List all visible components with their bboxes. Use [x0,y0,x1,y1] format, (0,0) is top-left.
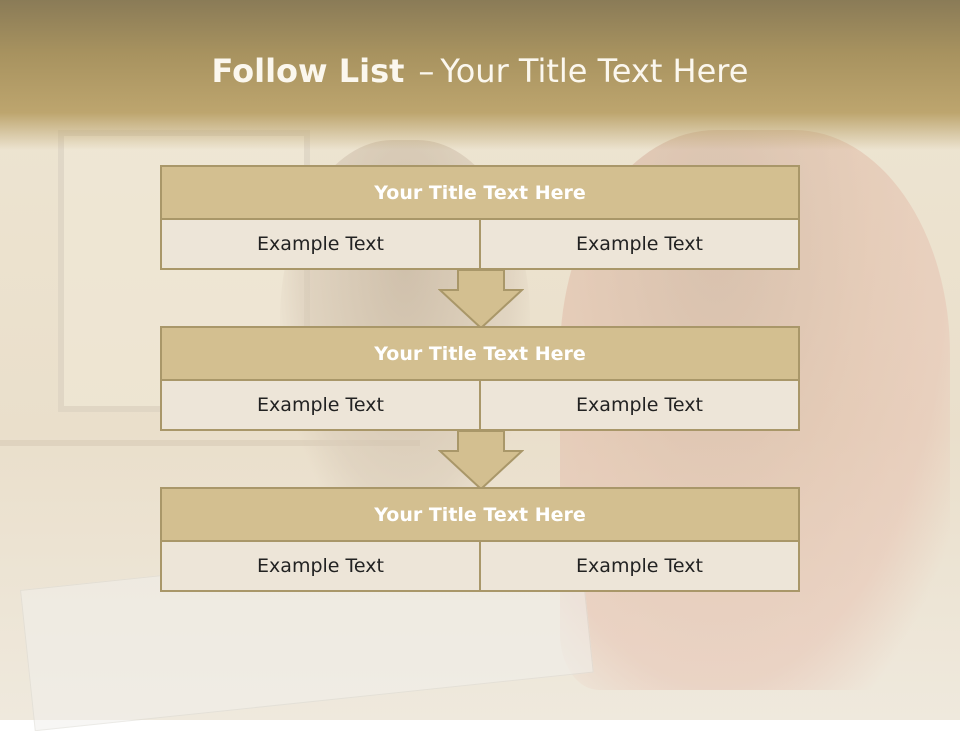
list-block-3: Your Title Text Here Example Text Exampl… [160,487,800,592]
block-title: Your Title Text Here [160,165,800,220]
block-row: Example Text Example Text [160,542,800,592]
block-row: Example Text Example Text [160,220,800,270]
title-separator: – [418,52,435,90]
list-block-1: Your Title Text Here Example Text Exampl… [160,165,800,270]
block-title: Your Title Text Here [160,487,800,542]
block-cell-left: Example Text [160,381,481,431]
block-cell-right: Example Text [481,381,800,431]
slide-title: Follow List–Your Title Text Here [0,52,960,90]
block-cell-left: Example Text [160,542,481,592]
block-cell-right: Example Text [481,220,800,270]
title-rest: Your Title Text Here [440,52,749,90]
list-block-2: Your Title Text Here Example Text Exampl… [160,326,800,431]
title-bold: Follow List [211,52,405,90]
down-arrow-icon [438,270,524,330]
title-band [0,0,960,150]
block-cell-right: Example Text [481,542,800,592]
down-arrow-icon [438,431,524,491]
block-title: Your Title Text Here [160,326,800,381]
block-row: Example Text Example Text [160,381,800,431]
background-wall-trim [0,440,420,446]
block-cell-left: Example Text [160,220,481,270]
